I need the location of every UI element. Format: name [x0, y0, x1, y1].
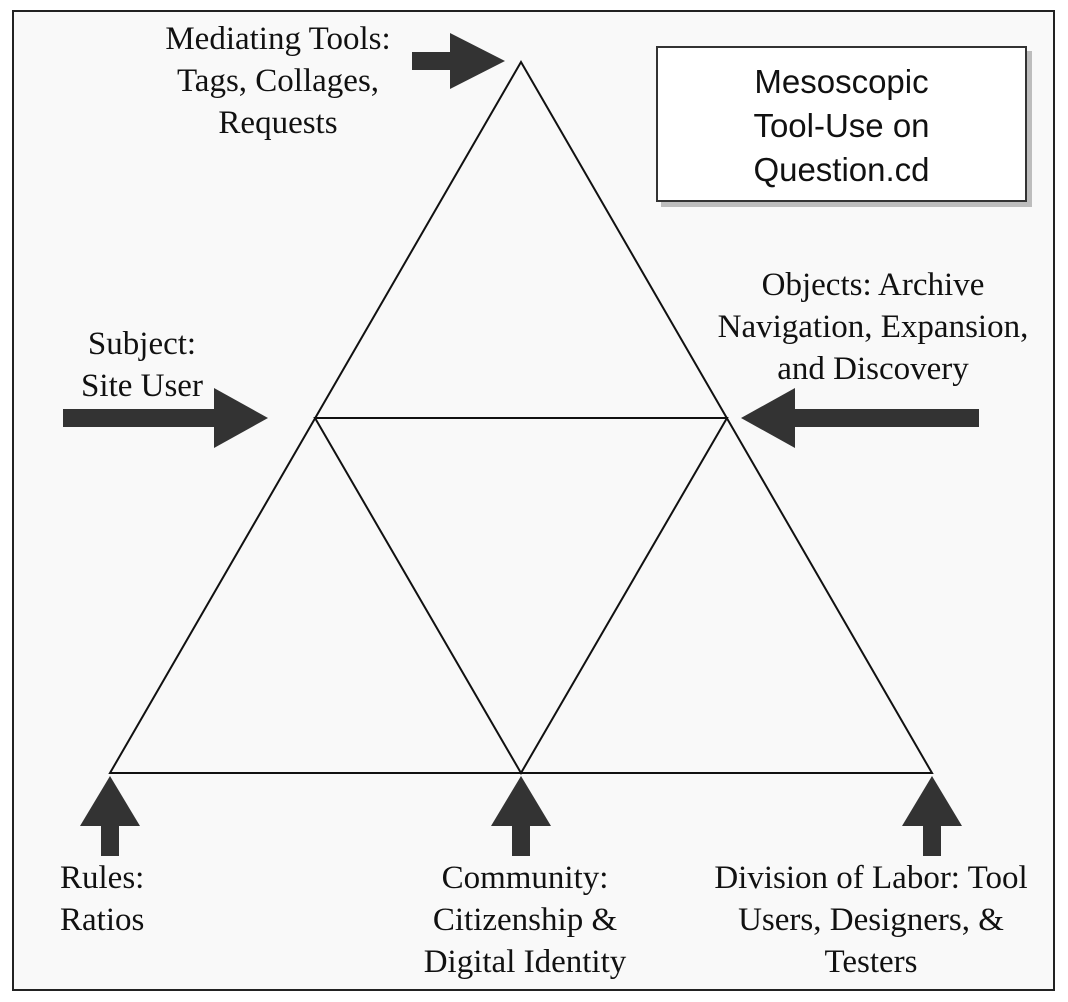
objects-line-3: and Discovery [777, 351, 969, 387]
community-line-1: Community: [441, 860, 609, 896]
rules-line-2: Ratios [60, 902, 145, 938]
rules-line-1: Rules: [60, 860, 145, 896]
community-line-3: Digital Identity [423, 944, 627, 980]
objects-arrow [741, 388, 979, 448]
title-line-2: Tool-Use on [753, 107, 930, 144]
objects-line-1: Objects: Archive [761, 267, 985, 303]
title-line-3: Question.cd [753, 151, 930, 188]
subject-arrow [63, 388, 268, 448]
objects-line-2: Navigation, Expansion, [717, 309, 1029, 345]
mediating-tools-line-2: Tags, Collages, [176, 63, 380, 99]
community-line-2: Citizenship & [432, 902, 618, 938]
mediating-tools-arrow [412, 33, 505, 89]
community-label: Community: Citizenship & Digital Identit… [400, 857, 650, 983]
diagram-title-box: Mesoscopic Tool-Use on Question.cd [656, 46, 1027, 202]
division-of-labor-label: Division of Labor: Tool Users, Designers… [684, 857, 1058, 983]
division-of-labor-line-1: Division of Labor: Tool [714, 860, 1028, 896]
subject-label: Subject: Site User [52, 323, 232, 407]
mediating-tools-line-1: Mediating Tools: [165, 21, 391, 57]
rules-label: Rules: Ratios [60, 857, 144, 941]
community-arrow [491, 776, 551, 856]
subject-line-1: Subject: [87, 326, 197, 362]
title-line-1: Mesoscopic [754, 63, 929, 100]
division-of-labor-line-2: Users, Designers, & [738, 902, 1004, 938]
inner-triangle [313, 417, 729, 775]
rules-arrow [80, 776, 140, 856]
division-of-labor-line-3: Testers [824, 944, 918, 980]
objects-label: Objects: Archive Navigation, Expansion, … [690, 264, 1056, 390]
mediating-tools-line-3: Requests [218, 105, 338, 141]
division-of-labor-arrow [902, 776, 962, 856]
mediating-tools-label: Mediating Tools: Tags, Collages, Request… [138, 18, 418, 144]
subject-line-2: Site User [81, 368, 203, 404]
